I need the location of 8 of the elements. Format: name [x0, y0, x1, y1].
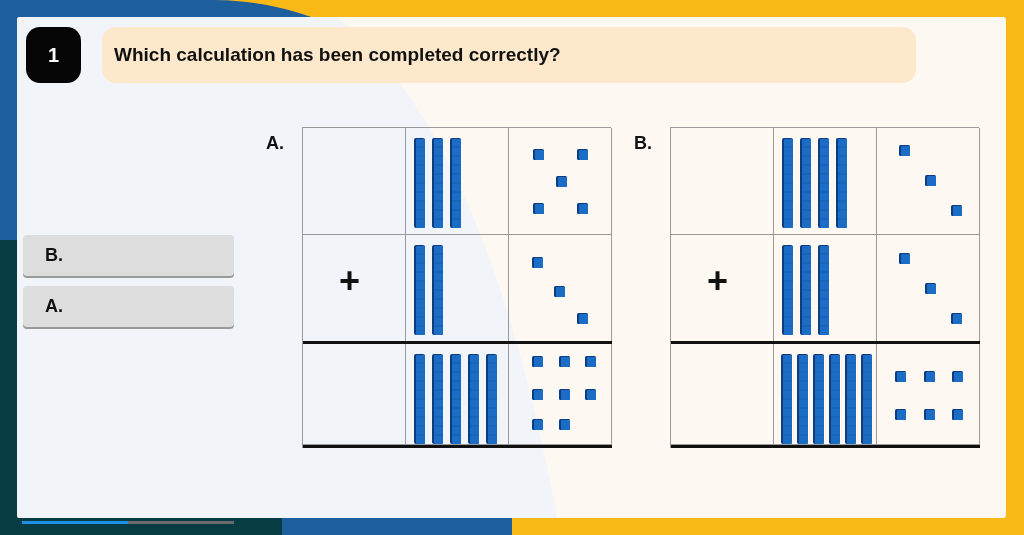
answer-option: A. [23, 286, 234, 327]
option-label: B. [634, 132, 652, 155]
option-label: A. [266, 132, 284, 155]
question-number-badge: 1 [26, 27, 81, 83]
plus-sign: + [339, 263, 361, 299]
question-box: Which calculation has been completed correctly? [102, 27, 916, 83]
answer-option: B. [23, 235, 234, 276]
plus-sign: + [707, 263, 729, 299]
